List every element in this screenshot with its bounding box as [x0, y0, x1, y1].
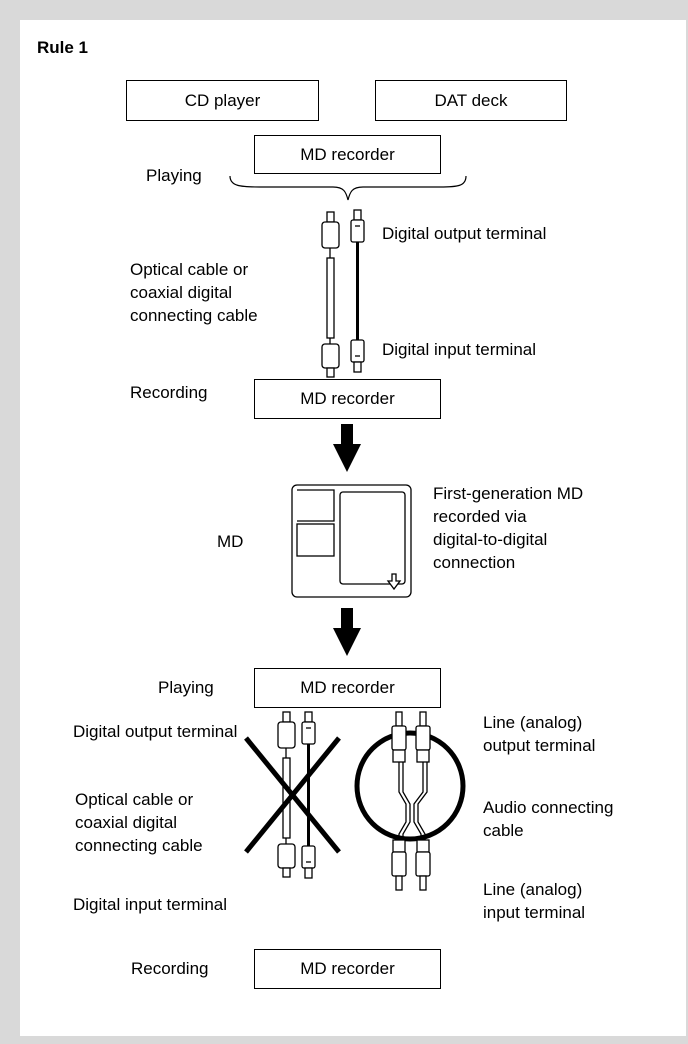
md-recorder-recording-box-bottom: MD recorder: [254, 949, 441, 989]
minidisc-icon: [291, 484, 412, 598]
audio-cable: [354, 711, 466, 891]
cable-label-line-2: coaxial digital: [130, 283, 233, 302]
line-input-label-line-2: input terminal: [483, 903, 586, 922]
disc-description-line-2: recorded via: [433, 507, 527, 526]
cable-label-line-3: connecting cable: [130, 306, 258, 325]
playing-label: Playing: [146, 166, 202, 185]
cable-label-bottom-line-1: Optical cable or: [75, 790, 194, 809]
line-input-label-line-1: Line (analog): [483, 880, 583, 899]
coaxial-cable-top: [350, 209, 365, 373]
md-label: MD: [217, 532, 244, 551]
audio-cable-label-line-2: cable: [483, 821, 524, 840]
dat-deck-box: DAT deck: [375, 80, 567, 121]
md-recorder-player-box-bottom: MD recorder: [254, 668, 441, 708]
optical-cable-bottom: [277, 711, 296, 878]
coaxial-cable-bottom: [301, 711, 316, 879]
disc-description-line-3: digital-to-digital: [433, 530, 548, 549]
digital-input-terminal-label-bottom: Digital input terminal: [73, 895, 228, 914]
recording-label: Recording: [130, 383, 208, 402]
optical-cable-top: [321, 211, 340, 378]
cable-label-line-1: Optical cable or: [130, 260, 249, 279]
grouping-brace: [229, 175, 467, 201]
line-output-label-line-1: Line (analog): [483, 713, 583, 732]
disc-description-line-1: First-generation MD: [433, 484, 584, 503]
not-allowed-x-mark: [244, 736, 341, 854]
md-recorder-player-box: MD recorder: [254, 135, 441, 174]
cable-label-bottom-line-2: coaxial digital: [75, 813, 178, 832]
digital-input-terminal-label: Digital input terminal: [382, 340, 537, 359]
audio-cable-label-line-1: Audio connecting: [483, 798, 614, 817]
down-arrow-2: [333, 608, 361, 656]
line-output-label-line-2: output terminal: [483, 736, 596, 755]
cd-player-box: CD player: [126, 80, 319, 121]
digital-output-terminal-label-bottom: Digital output terminal: [73, 722, 238, 741]
down-arrow-1: [333, 424, 361, 472]
disc-description-line-4: connection: [433, 553, 516, 572]
playing-label-bottom: Playing: [158, 678, 214, 697]
md-recorder-recording-box: MD recorder: [254, 379, 441, 419]
recording-label-bottom: Recording: [131, 959, 209, 978]
cable-label-bottom-line-3: connecting cable: [75, 836, 203, 855]
rule-title: Rule 1: [37, 38, 89, 57]
digital-output-terminal-label: Digital output terminal: [382, 224, 547, 243]
